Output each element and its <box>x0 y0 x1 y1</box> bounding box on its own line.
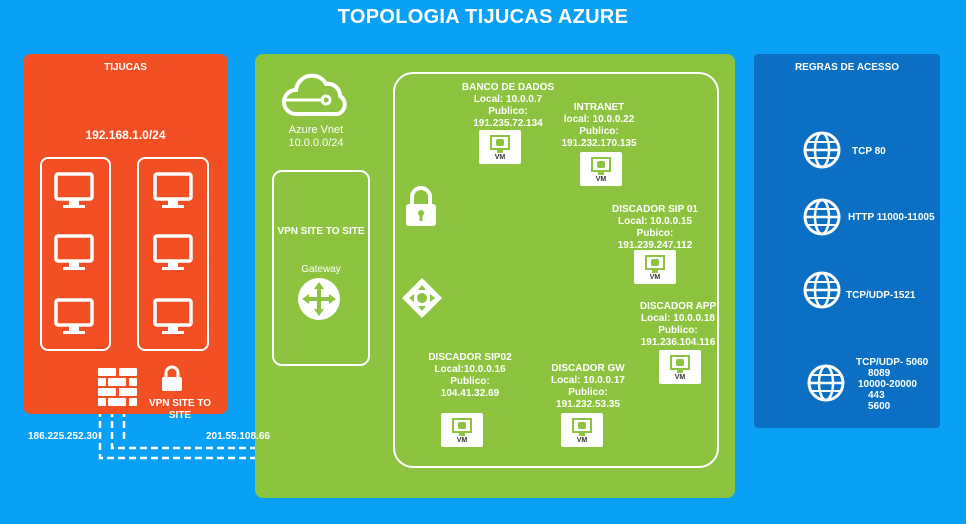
vm-tag: VM <box>595 176 607 183</box>
vm-public-label: Publico: <box>450 376 490 387</box>
vm-local-ip: Local: 10.0.0.7 <box>473 94 543 105</box>
gateway-label: Gateway <box>301 264 341 275</box>
vm-public-label: Pubico: <box>636 228 674 239</box>
vm-sip02-label: DISCADOR SIP02 Local:10.0.0.16 Publico: … <box>428 352 512 400</box>
vm-intranet-icon: VM <box>580 152 622 186</box>
monitor-icon <box>153 172 193 208</box>
monitor-icon <box>54 234 94 270</box>
rule-4-line: 5600 <box>868 401 891 412</box>
vm-public-label: Publico: <box>579 126 619 137</box>
vm-public-label: Publico: <box>488 106 528 117</box>
vm-public-ip: 191.236.104.116 <box>640 337 716 348</box>
azure-vpn-label: VPN SITE TO SITE <box>277 226 365 237</box>
vm-name: DISCADOR APP <box>639 301 717 312</box>
rules-title: REGRAS DE ACESSO <box>794 62 900 73</box>
vm-sip01-icon: VM <box>634 250 676 284</box>
lock-icon <box>162 365 182 391</box>
vm-public-ip: 191.239.247.112 <box>617 240 693 251</box>
vm-public-label: Publico: <box>568 387 608 398</box>
rule-2: HTTP 11000-11005 <box>848 212 935 223</box>
cloud-icon <box>282 73 347 116</box>
gateway-public-ip: 201.55.108.66 <box>206 431 270 442</box>
vm-gw-label: DISCADOR GW Local: 10.0.0.17 Publico: 19… <box>538 363 638 411</box>
workstation-group-right <box>137 157 209 351</box>
monitor-icon <box>54 172 94 208</box>
rule-4-line: TCP/UDP- 5060 <box>856 357 929 368</box>
vm-name: BANCO DE DADOS <box>461 82 555 93</box>
vm-intranet-label: INTRANET local: 10.0.0.22 Publico: 191.2… <box>544 102 654 150</box>
rule-1: TCP 80 <box>852 146 886 157</box>
rules-panel <box>754 54 940 428</box>
vm-tag: VM <box>649 274 661 281</box>
vm-tag: VM <box>456 437 468 444</box>
vm-public-ip: 104.41.32.69 <box>440 388 500 399</box>
globe-icon <box>803 131 841 169</box>
vm-public-ip: 191.235.72.134 <box>473 118 543 129</box>
globe-icon <box>807 364 845 402</box>
workstation-group-left <box>40 157 111 351</box>
vm-sip02-icon: VM <box>441 413 483 447</box>
vm-banco-label: BANCO DE DADOS Local: 10.0.0.7 Publico: … <box>448 82 568 130</box>
vm-name: DISCADOR SIP 01 <box>612 204 698 215</box>
vnet-subnet-box <box>393 72 719 468</box>
monitor-icon <box>153 234 193 270</box>
tijucas-vpn-label: VPN SITE TO SITE <box>148 398 212 421</box>
page-title: TOPOLOGIA TIJUCAS AZURE <box>337 6 629 28</box>
lock-icon <box>406 186 436 226</box>
vm-sip01-label: DISCADOR SIP 01 Local: 10.0.0.15 Pubico:… <box>600 204 710 252</box>
vm-name: INTRANET <box>573 102 625 113</box>
vnet-name: Azure Vnet <box>288 124 344 136</box>
rule-4: TCP/UDP- 5060 8089 10000-20000 443 5600 <box>856 357 928 412</box>
vm-public-label: Publico: <box>658 325 698 336</box>
vm-local-ip: Local: 10.0.0.15 <box>618 216 692 227</box>
globe-icon <box>803 198 841 236</box>
vm-app-label: DISCADOR APP Local: 10.0.0.18 Publico: 1… <box>626 301 730 349</box>
tijucas-public-ip: 186.225.252.30 <box>28 431 98 442</box>
vm-gw-icon: VM <box>561 413 603 447</box>
vpn-gateway-box <box>272 170 370 366</box>
vnet-cidr: 10.0.0.0/24 <box>288 137 344 149</box>
vm-tag: VM <box>576 437 588 444</box>
tijucas-panel <box>23 54 228 414</box>
monitor-icon <box>54 298 94 334</box>
vm-name: DISCADOR SIP02 <box>428 352 512 363</box>
vm-public-ip: 191.232.170.135 <box>561 138 637 149</box>
vm-local-ip: local: 10.0.0.22 <box>563 114 635 125</box>
rule-4-line: 443 <box>868 390 885 401</box>
vm-local-ip: Local: 10.0.0.17 <box>551 375 625 386</box>
rule-3: TCP/UDP-1521 <box>846 290 916 301</box>
vm-local-ip: Local:10.0.0.16 <box>434 364 506 375</box>
vnet-label: Azure Vnet 10.0.0.0/24 <box>276 124 356 150</box>
firewall-icon <box>98 368 137 406</box>
vm-app-icon: VM <box>659 350 701 384</box>
rule-4-line: 8089 <box>868 368 891 379</box>
vm-tag: VM <box>674 374 686 381</box>
rule-4-line: 10000-20000 <box>858 379 917 390</box>
vm-banco-icon: VM <box>479 130 521 164</box>
tijucas-network: 192.168.1.0/24 <box>85 128 166 142</box>
vm-public-ip: 191.232.53.35 <box>556 399 620 410</box>
globe-icon <box>803 271 841 309</box>
vm-tag: VM <box>494 154 506 161</box>
vm-local-ip: Local: 10.0.0.18 <box>641 313 715 324</box>
gateway-router-icon <box>298 278 340 320</box>
monitor-icon <box>153 298 193 334</box>
tijucas-label: TIJUCAS <box>104 62 147 73</box>
vm-name: DISCADOR GW <box>551 363 625 374</box>
switch-router-icon <box>402 278 442 318</box>
